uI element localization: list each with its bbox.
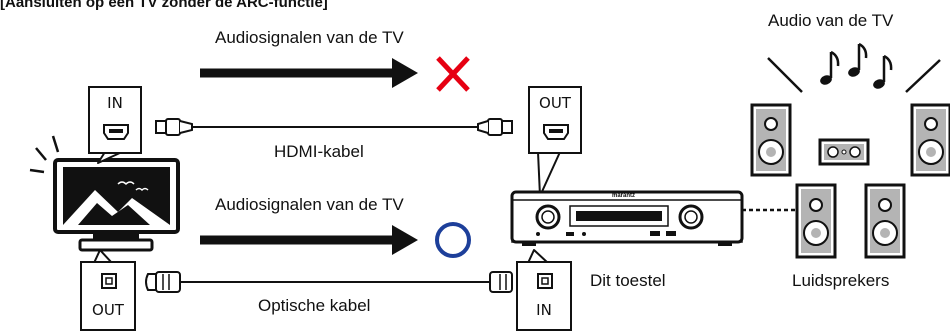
speaker-front-left (750, 103, 792, 177)
speaker-surround-left (795, 183, 837, 259)
speaker-front-right (910, 103, 950, 177)
audio-from-tv-label: Audio van de TV (768, 11, 894, 30)
hdmi-cable-label: HDMI-kabel (274, 142, 364, 161)
hdmi-port-icon (103, 124, 129, 140)
optical-cable (145, 271, 513, 293)
unit-hdmi-out-callout: OUT (528, 86, 582, 154)
optical-cable-label: Optische kabel (258, 296, 371, 315)
speakers-label: Luidsprekers (792, 271, 890, 290)
unit-hdmi-port-label: OUT (539, 94, 571, 112)
tv-optical-out-callout: OUT (80, 261, 136, 331)
unit-optical-in-callout: IN (516, 261, 572, 331)
tv-icon (29, 135, 180, 252)
this-unit-label: Dit toestel (590, 271, 666, 290)
speakers-icon (750, 103, 950, 259)
circle-mark-icon (435, 222, 471, 258)
hdmi-port-icon (543, 124, 569, 140)
speaker-surround-right (864, 183, 906, 259)
tv-hdmi-in-callout: IN (88, 86, 142, 154)
optical-port-icon (101, 273, 117, 289)
unit-optical-port-label: IN (536, 301, 552, 319)
receiver-brand: marantz (612, 193, 636, 199)
speaker-center (818, 138, 870, 166)
optical-port-icon (537, 273, 553, 289)
audio-signals-label-bottom: Audiosignalen van de TV (215, 195, 404, 214)
audio-arrow-hdmi (200, 58, 418, 88)
receiver-icon (510, 190, 744, 246)
audio-arrow-optical (200, 225, 418, 255)
audio-signals-label-top: Audiosignalen van de TV (215, 28, 404, 47)
page-title: [Aansluiten op een TV zonder de ARC-func… (0, 0, 328, 11)
hdmi-cable (155, 118, 513, 136)
tv-hdmi-port-label: IN (107, 94, 123, 112)
music-notes-icon (767, 42, 941, 93)
tv-optical-port-label: OUT (92, 301, 124, 319)
cross-mark-icon (436, 56, 470, 92)
